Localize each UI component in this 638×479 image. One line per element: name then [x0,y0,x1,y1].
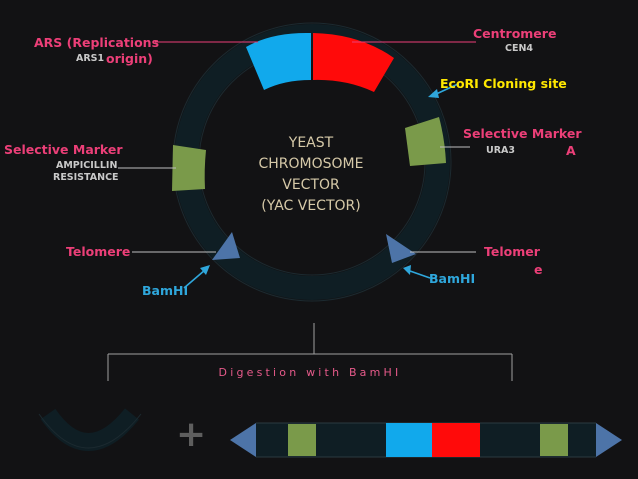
centromere-label: Centromere [473,26,557,41]
circular-fragment-arc [40,408,140,451]
linear-left-telomere-arrow [230,423,256,457]
ecori-pointer-line [433,83,459,96]
selective-marker-left-label: Selective Marker [4,142,123,157]
bamhi-right-pointer-head [403,265,411,275]
center-title-line: CHROMOSOME [258,156,364,172]
selective-marker-left-block [172,145,206,191]
selective-marker-right-sub-label: URA3 [486,145,515,156]
centromere-sub-label: CEN4 [505,43,534,54]
ars-block [246,32,311,90]
telomere-left-label: Telomere [66,244,131,259]
center-title: YEAST CHROMOSOME VECTOR (YAC VECTOR) [232,133,390,217]
linear-selective-marker-right [540,424,568,456]
telomere-left-arrow [212,232,240,260]
linear-right-telomere-arrow [596,423,622,457]
selective-marker-right-label: Selective Marker [463,126,582,141]
center-title-line: YEAST [288,135,334,151]
plus-sign: + [176,414,207,455]
ars-label-line1: ARS (Replications [34,35,160,50]
ars-label-line2: origin) [106,51,153,66]
bamhi-left-pointer-line [183,269,206,289]
telomere-right-arrow [386,234,416,263]
bamhi-left-label: BamHI [142,283,189,298]
telomere-right-label-line2: e [534,262,543,277]
selective-marker-left-sub-line1: AMPICILLIN [56,160,118,171]
bamhi-right-pointer-line [409,270,431,279]
digestion-label: Digestion with BamHI [218,366,402,379]
centromere-block [313,33,394,92]
center-title-line: VECTOR [282,177,340,193]
ecori-label: EcoRI Cloning site [440,76,567,91]
linear-centromere-block [432,423,480,457]
selective-marker-left-sub-line2: RESISTANCE [53,172,119,183]
ecori-pointer-head [428,89,439,98]
linear-ars-block [386,423,432,457]
bamhi-left-pointer-head [200,265,210,275]
bamhi-right-label: BamHI [429,271,476,286]
center-title-line: (YAC VECTOR) [261,198,361,214]
selective-marker-right-block [405,117,446,166]
ars-sub-label: ARS1 [76,53,105,64]
linear-selective-marker-left [288,424,316,456]
telomere-right-label-line1: Telomer [484,244,540,259]
selective-marker-right-suffix: A [566,143,576,158]
circular-fragment-arc-outline [38,413,142,449]
